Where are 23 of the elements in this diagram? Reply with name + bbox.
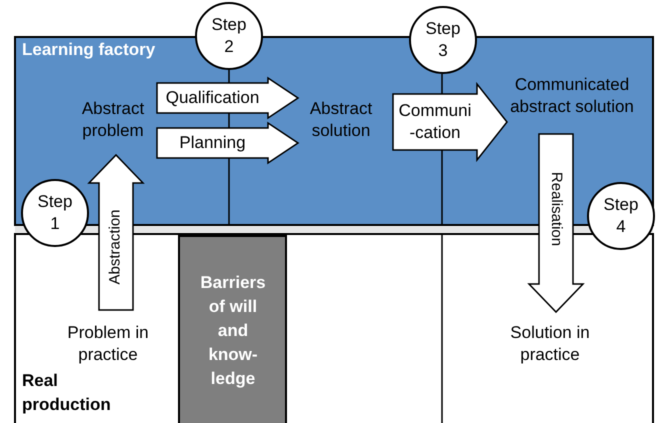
step-label: Step 4 bbox=[602, 194, 640, 238]
barrier-label: Barriers of will and know- ledge bbox=[199, 272, 267, 390]
edge-label: Qualification bbox=[164, 87, 260, 109]
block-arrow bbox=[87, 154, 145, 311]
node-label: Abstract solution bbox=[298, 98, 384, 142]
block-arrow bbox=[156, 76, 300, 120]
block-arrow bbox=[392, 82, 508, 162]
edge-label: Realisation bbox=[547, 172, 566, 246]
edge-label: Abstraction bbox=[106, 208, 125, 284]
step-label: Step 2 bbox=[210, 14, 248, 58]
node-label: Problem in practice bbox=[48, 322, 168, 366]
step-label: Step 1 bbox=[36, 191, 74, 235]
node-label: Communicated abstract solution bbox=[505, 74, 639, 118]
barrier-box bbox=[178, 235, 287, 423]
step-label: Step 3 bbox=[424, 18, 462, 62]
node-label: Abstract problem bbox=[70, 98, 156, 142]
node-label: Solution in practice bbox=[488, 322, 612, 366]
edge-label: Planning bbox=[178, 132, 247, 154]
block-arrow bbox=[156, 122, 300, 164]
panel-title: Learning factory bbox=[22, 40, 156, 60]
panel-title: Real production bbox=[22, 370, 112, 416]
block-arrow bbox=[527, 133, 585, 314]
edge-label: Communi -cation bbox=[398, 100, 472, 144]
